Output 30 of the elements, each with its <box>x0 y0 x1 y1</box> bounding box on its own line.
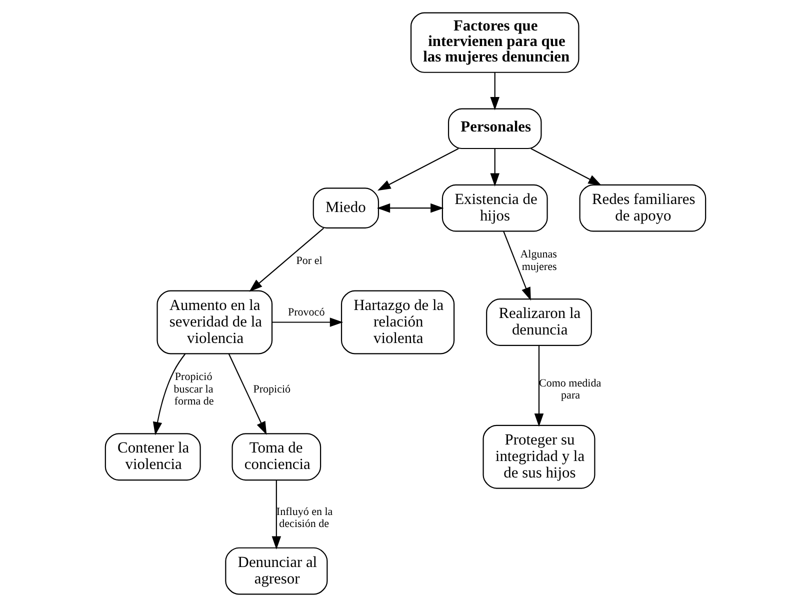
edge-label: Propició buscar la forma de <box>174 371 214 408</box>
node-box: Denunciar al agresor <box>225 547 328 595</box>
node-box: Contener la violencia <box>104 433 201 481</box>
node-box: Realizaron la denuncia <box>486 298 592 346</box>
node-box: Redes familiares de apoyo <box>579 184 706 232</box>
arrow <box>377 148 459 191</box>
arrow <box>490 148 500 186</box>
node-box: Miedo <box>312 188 380 228</box>
node-box: Existencia de hijos <box>442 184 548 232</box>
node-box: Hartazgo de la relación violenta <box>340 290 455 354</box>
arrow <box>272 480 282 550</box>
arrow <box>490 72 500 110</box>
node-box: Personales <box>448 108 542 150</box>
node-box: Proteger su integridad y la de sus hijos <box>482 424 596 489</box>
arrow <box>249 228 324 292</box>
node-box: Aumento en la severidad de la violencia <box>156 290 273 354</box>
edge-label: Provocó <box>288 306 325 319</box>
edge-label: Algunas mujeres <box>520 248 557 273</box>
node-box: Factores que intervienen para que las mujeres denuncien <box>410 12 580 73</box>
arrow <box>152 354 186 436</box>
arrow <box>530 148 602 186</box>
arrow <box>503 231 531 301</box>
arrow <box>228 354 267 435</box>
edge-label: Por el <box>296 254 322 267</box>
arrow <box>272 318 344 327</box>
node-box: Toma de conciencia <box>232 433 322 481</box>
edge-label: Propició <box>253 383 291 396</box>
arrow <box>534 346 544 427</box>
edge-label: Como medida para <box>538 377 602 402</box>
arrow <box>376 203 444 213</box>
